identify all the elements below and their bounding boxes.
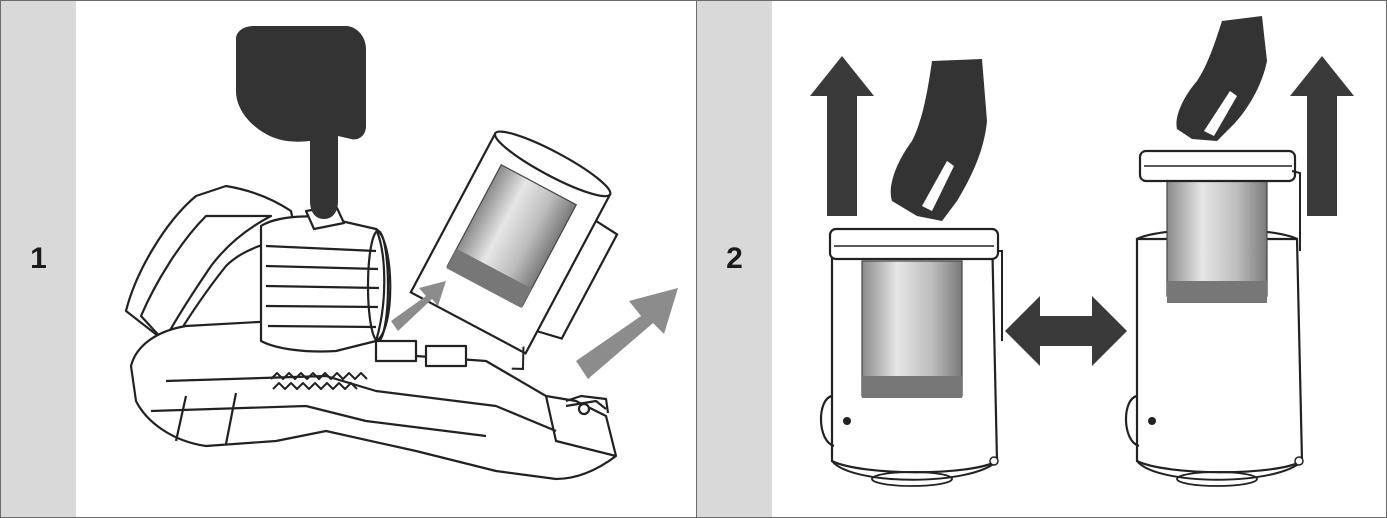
step-2-svg	[810, 16, 1354, 487]
hand-grip-icon	[1176, 16, 1267, 141]
arrow-icon	[1290, 56, 1354, 216]
step-1-svg	[124, 26, 678, 481]
dust-container-icon	[819, 227, 1003, 487]
step-1-number: 1	[30, 242, 47, 275]
hand-press-icon	[236, 26, 366, 219]
step-2-panel: 2	[697, 1, 1386, 517]
step-1-sidebar: 1	[1, 1, 76, 517]
dust-container-icon	[1124, 149, 1304, 487]
vacuum-body-icon	[124, 184, 618, 481]
hand-grip-icon	[890, 59, 987, 221]
step-2-number: 2	[726, 242, 743, 275]
dust-container-icon	[409, 130, 619, 370]
double-arrow-icon	[1005, 296, 1127, 366]
step-1-panel: 1	[1, 1, 697, 517]
step-1-illustration	[76, 1, 696, 517]
arrow-icon	[391, 281, 678, 379]
step-2-illustration	[772, 1, 1386, 517]
arrow-icon	[810, 56, 874, 216]
step-2-sidebar: 2	[697, 1, 772, 517]
